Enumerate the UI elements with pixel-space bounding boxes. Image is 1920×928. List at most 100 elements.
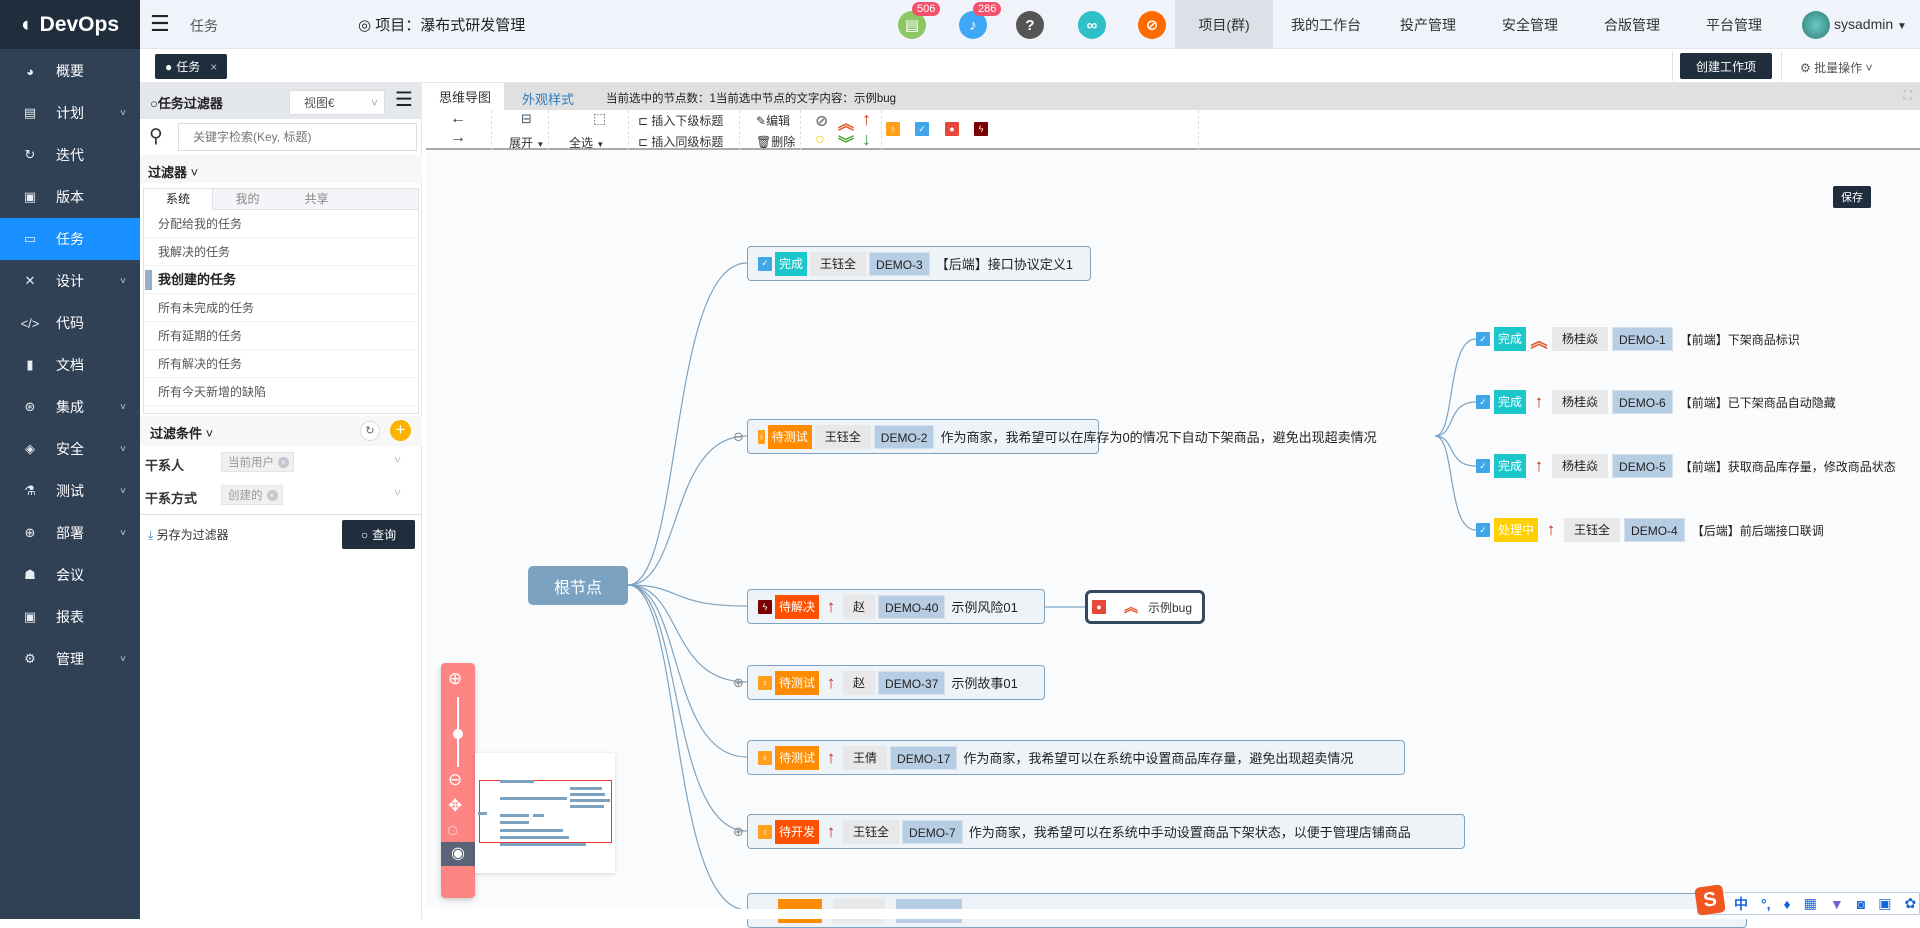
link-icon[interactable]: ∞ — [1078, 11, 1106, 39]
microphone-icon[interactable]: ♦ — [1783, 895, 1791, 912]
select-cursor-icon[interactable]: ⬚ — [593, 110, 607, 126]
sidebar-item-11[interactable]: ⊕部署˅ — [0, 512, 140, 554]
collapse-toggle-icon[interactable]: ⊕ — [733, 675, 744, 690]
collapse-toggle-icon[interactable]: ⊖ — [733, 429, 744, 444]
keyword-search-input[interactable] — [178, 123, 417, 151]
priority-medium-icon[interactable]: ○ — [815, 131, 825, 148]
collapse-toggle-icon[interactable]: ⊕ — [733, 824, 744, 839]
view-select[interactable]: 视图 €˅ — [289, 90, 385, 115]
filter-tab-0[interactable]: 系统 — [144, 189, 213, 210]
apps-icon[interactable]: ▣ — [1878, 895, 1892, 911]
remove-chip-icon[interactable]: × — [266, 489, 278, 501]
zoom-out-icon[interactable]: ⊖ — [448, 770, 463, 789]
priority-none-icon[interactable]: ⊘ — [815, 113, 829, 130]
expand-dropdown[interactable]: 展开 ▼ — [509, 136, 545, 150]
delete-button[interactable]: 🗑删除 — [756, 135, 796, 149]
sidebar-item-7[interactable]: ▮文档 — [0, 344, 140, 386]
move-icon[interactable]: ✥ — [448, 796, 463, 815]
refresh-icon[interactable]: ↻ — [360, 421, 380, 441]
insert-child-button[interactable]: ⊏ 插入下级标题 — [638, 114, 724, 128]
root-node[interactable]: 根节点 — [528, 566, 628, 605]
document-notice-icon[interactable]: ▤506 — [898, 2, 941, 39]
save-as-filter-link[interactable]: ⤓ 另存为过滤器 — [148, 528, 229, 542]
tab-task[interactable]: ●任务× — [155, 54, 228, 79]
sidebar-item-8[interactable]: ⊛集成˅ — [0, 386, 140, 428]
sidebar-item-12[interactable]: ☗会议 — [0, 554, 140, 596]
menu-icon[interactable]: ☰ — [395, 89, 413, 111]
nav-tab-3[interactable]: 安全管理 — [1502, 16, 1558, 33]
chevron-down-icon[interactable]: ˅ — [394, 486, 402, 500]
filter-section-toggle[interactable]: 过滤器 ˅ — [148, 165, 199, 180]
sidebar-item-5[interactable]: ✕设计˅ — [0, 260, 140, 302]
logo[interactable]: ◐DevOps — [0, 0, 140, 49]
insert-sibling-button[interactable]: ⊏ 插入同级标题 — [638, 135, 724, 149]
filter-list-item[interactable]: 我创建的任务 — [143, 266, 419, 294]
select-all-dropdown[interactable]: 全选 ▼ — [569, 136, 605, 150]
filter-tab-2[interactable]: 共享 — [304, 192, 329, 206]
filter-list-item[interactable]: 所有延期的任务 — [143, 322, 419, 350]
filter-list-item[interactable]: 所有未完成的任务 — [143, 294, 419, 322]
save-button[interactable]: 保存 — [1833, 186, 1871, 208]
sidebar-item-2[interactable]: ↻迭代 — [0, 134, 140, 176]
sidebar-item-0[interactable]: ◕概要 — [0, 50, 140, 92]
priority-lowest-icon[interactable]: ︾ — [838, 136, 855, 153]
sidebar-item-6[interactable]: </>代码 — [0, 302, 140, 344]
bug-node[interactable]: ● ︽ 示例bug — [1085, 590, 1205, 624]
sidebar-item-3[interactable]: ▣版本 — [0, 176, 140, 218]
minimap-viewport[interactable] — [479, 780, 612, 843]
redo-arrow-icon[interactable]: → — [450, 129, 466, 146]
task-type-icon[interactable]: ✓ — [915, 122, 929, 136]
batch-operations-dropdown[interactable]: ⚙ 批量操作 ˅ — [1800, 61, 1873, 75]
avatar[interactable] — [1802, 11, 1830, 39]
filter-conditions-toggle[interactable]: 过滤条件 ˅ — [150, 426, 214, 441]
minimap-toggle-eye-icon[interactable]: ◉ — [441, 842, 475, 866]
skin-icon[interactable]: ▼ — [1829, 895, 1844, 912]
fullscreen-icon[interactable]: ⛶ — [1903, 88, 1912, 102]
close-tab-icon[interactable]: × — [210, 59, 218, 74]
keyboard-icon[interactable]: ▦ — [1803, 895, 1817, 911]
sidebar-item-10[interactable]: ⚗测试˅ — [0, 470, 140, 512]
remove-chip-icon[interactable]: × — [278, 456, 289, 468]
filter-tab-1[interactable]: 我的 — [235, 192, 260, 206]
undo-arrow-icon[interactable]: ← — [450, 110, 466, 127]
locate-center-icon[interactable]: ◌ — [447, 820, 459, 841]
sidebar-item-1[interactable]: ▤计划˅ — [0, 92, 140, 134]
zoom-slider-handle[interactable] — [453, 729, 463, 739]
create-work-item-button[interactable]: 创建工作项 — [1680, 53, 1772, 79]
user-menu[interactable]: sysadmin ▼ — [1834, 16, 1907, 32]
gamepad-icon[interactable]: ◙ — [1856, 895, 1866, 912]
tab-mind-map[interactable]: 思维导图 — [426, 83, 504, 110]
ime-chinese-mode[interactable]: 中 — [1734, 895, 1748, 912]
sidebar-item-14[interactable]: ⚙管理˅ — [0, 638, 140, 680]
priority-high-icon[interactable]: ↑ — [862, 109, 871, 129]
filter-list-item[interactable]: 分配给我的任务 — [143, 210, 419, 238]
hamburger-menu-icon[interactable]: ☰ — [150, 11, 170, 36]
priority-highest-icon[interactable]: ︽ — [838, 116, 855, 133]
bell-icon[interactable]: ♪286 — [959, 2, 1002, 39]
nav-tab-1[interactable]: 我的工作台 — [1291, 16, 1361, 33]
zoom-in-icon[interactable]: ⊕ — [448, 669, 463, 688]
nav-tab-4[interactable]: 合版管理 — [1604, 16, 1660, 33]
block-icon[interactable]: ⊘ — [1138, 11, 1166, 39]
nav-tab-5[interactable]: 平台管理 — [1706, 16, 1762, 33]
bug-type-icon[interactable]: ● — [945, 122, 959, 136]
chevron-down-icon[interactable]: ˅ — [394, 453, 402, 467]
sidebar-item-9[interactable]: ◈安全˅ — [0, 428, 140, 470]
filter-list-item[interactable]: 所有今天新增的缺陷 — [143, 378, 419, 406]
risk-type-icon[interactable]: ϟ — [974, 122, 988, 136]
sidebar-item-4[interactable]: ▭任务 — [0, 218, 140, 260]
priority-low-icon[interactable]: ↓ — [862, 129, 871, 149]
expand-tree-icon[interactable]: ⊟ — [521, 111, 532, 126]
nav-tab-2[interactable]: 投产管理 — [1400, 16, 1456, 33]
edit-button[interactable]: ✎编辑 — [756, 114, 791, 128]
filter-list-item[interactable]: 所有解决的任务 — [143, 350, 419, 378]
